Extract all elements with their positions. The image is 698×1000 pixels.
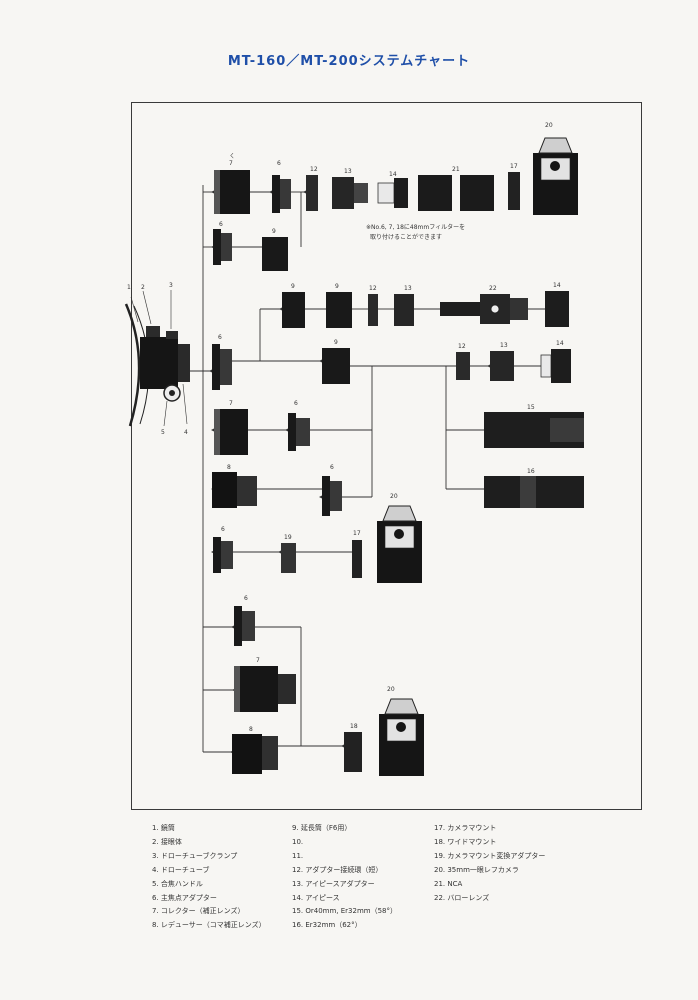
label-13-a: 13 — [344, 168, 352, 175]
legend-item: 10. — [292, 837, 304, 846]
telescope-focuser — [124, 290, 190, 427]
prime-focus-adapter-parts — [212, 175, 342, 646]
legend-item: 7. コレクター（補正レンズ） — [152, 907, 245, 916]
label-17-a: 17 — [510, 163, 518, 170]
legend-item: 22. バローレンズ — [434, 893, 490, 902]
label-5: 5 — [161, 429, 165, 436]
legend-item: 19. カメラマウント変換アダプター — [434, 851, 546, 860]
label-9-c: 9 — [335, 283, 339, 290]
legend-item: 11. — [292, 851, 304, 860]
legend-item: 14. アイピース — [292, 893, 340, 902]
parts-legend: 1. 鏡筒 2. 接眼体 3. ドローチューブクランプ 4. ドローチューブ 5… — [152, 822, 612, 932]
label-6-g: 6 — [244, 595, 248, 602]
label-6-e: 6 — [330, 464, 334, 471]
label-mark: ㄑ — [229, 153, 235, 160]
label-6-f: 6 — [221, 526, 225, 533]
label-20-b: 20 — [390, 493, 398, 500]
label-17-b: 17 — [353, 530, 361, 537]
label-6-d: 6 — [294, 400, 298, 407]
label-12-c: 12 — [458, 343, 466, 350]
part-number-labels: 1 2 3 4 5 6 6 6 6 6 6 6 7 7 7 8 8 9 9 9 … — [127, 122, 564, 733]
label-4: 4 — [184, 429, 188, 436]
label-12-a: 12 — [310, 166, 318, 173]
label-14-a: 14 — [389, 171, 397, 178]
long-eyepiece-parts — [484, 412, 584, 508]
reducer-lens-parts — [212, 472, 278, 774]
label-9-d: 9 — [334, 339, 338, 346]
legend-item: 6. 主焦点アダプター — [152, 893, 217, 902]
label-9-a: 9 — [272, 228, 276, 235]
extension-tube-parts — [262, 237, 352, 384]
label-13-b: 13 — [404, 285, 412, 292]
legend-item: 8. レデューサー（コマ補正レンズ） — [152, 921, 266, 930]
label-3: 3 — [169, 282, 173, 289]
legend-item: 17. カメラマウント — [434, 824, 497, 832]
legend-item: 3. ドローチューブクランプ — [152, 851, 238, 860]
connection-lines — [189, 185, 545, 753]
filter-note-line-2: 取り付けることができます — [370, 233, 442, 241]
label-15: 15 — [527, 404, 535, 411]
label-14-c: 14 — [556, 340, 564, 347]
barlow-lens-part — [440, 294, 528, 324]
label-12-b: 12 — [369, 285, 377, 292]
camera-mount-parts — [281, 172, 520, 772]
filter-note-line-1: ※No.6, 7, 18に48mmフィルターを — [366, 223, 465, 231]
collector-lens-parts — [214, 170, 296, 712]
label-22: 22 — [489, 285, 497, 292]
legend-item: 18. ワイドマウント — [434, 837, 497, 846]
label-9-b: 9 — [291, 283, 295, 290]
legend-item: 20. 35mm一眼レフカメラ — [434, 865, 519, 874]
label-14-b: 14 — [553, 282, 561, 289]
page-title: MT-160／MT-200システムチャート — [227, 54, 471, 69]
label-20-a: 20 — [545, 122, 553, 129]
label-8-a: 8 — [227, 464, 231, 471]
label-7-c: 7 — [256, 657, 260, 664]
label-6-c: 6 — [218, 334, 222, 341]
label-6-a: 6 — [277, 160, 281, 167]
label-20-c: 20 — [387, 686, 395, 693]
legend-item: 12. アダプター接続環（短） — [292, 865, 383, 874]
label-1: 1 — [127, 284, 131, 291]
label-13-c: 13 — [500, 342, 508, 349]
legend-column-2: 9. 延長筒（F6用） 10. 11. 12. アダプター接続環（短） 13. … — [292, 822, 397, 933]
label-7-a: 7 — [229, 160, 233, 167]
legend-item: 1. 鏡筒 — [152, 824, 175, 832]
legend-item: 16. Er32mm（62°） — [292, 921, 362, 930]
label-2: 2 — [141, 284, 145, 291]
label-18: 18 — [350, 723, 358, 730]
legend-item: 13. アイピースアダプター — [292, 879, 375, 888]
eyepiece-adapter-parts — [332, 177, 514, 381]
legend-item: 9. 延長筒（F6用） — [292, 824, 352, 832]
chart-frame — [131, 102, 642, 810]
label-7-b: 7 — [229, 400, 233, 407]
legend-item: 4. ドローチューブ — [152, 865, 210, 874]
legend-column-1: 1. 鏡筒 2. 接眼体 3. ドローチューブクランプ 4. ドローチューブ 5… — [152, 822, 266, 933]
label-6-b: 6 — [219, 221, 223, 228]
legend-column-3: 17. カメラマウント 18. ワイドマウント 19. カメラマウント変換アダプ… — [434, 822, 545, 905]
legend-item: 2. 接眼体 — [152, 837, 182, 846]
label-21: 21 — [452, 166, 460, 173]
adapter-ring-parts — [306, 175, 470, 380]
label-16: 16 — [527, 468, 535, 475]
slr-camera-parts — [377, 137, 578, 776]
nca-parts — [418, 175, 494, 211]
legend-item: 5. 合焦ハンドル — [152, 879, 203, 888]
label-19: 19 — [284, 534, 292, 541]
label-8-b: 8 — [249, 726, 253, 733]
legend-item: 21. NCA — [434, 879, 463, 888]
eyepiece-parts — [377, 178, 571, 383]
legend-item: 15. Or40mm, Er32mm（58°） — [292, 907, 397, 916]
